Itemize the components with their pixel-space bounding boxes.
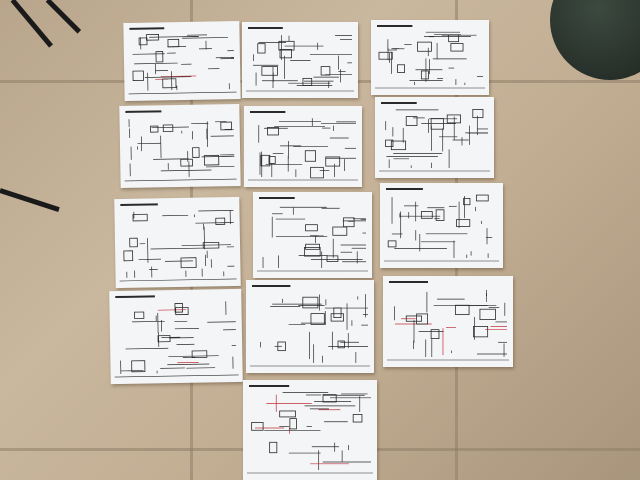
wiring-diagram-sheet [243,380,377,480]
wiring-diagram-sheet [123,20,241,102]
wiring-diagram-sheet [375,97,494,178]
wiring-diagram-sheet [380,183,503,268]
wiring-diagram-sheet [242,22,358,98]
chair-leg [0,188,60,213]
wiring-diagram-sheet [246,280,374,373]
dark-object [550,0,640,80]
wiring-diagram-sheet [119,103,241,189]
wiring-diagram-sheet [109,288,243,385]
wiring-diagram-sheet [383,276,513,367]
wiring-diagram-sheet [244,106,362,187]
wiring-diagram-sheet [371,20,489,95]
wiring-diagram-sheet [114,196,241,289]
chair-leg [10,0,53,48]
wiring-diagram-sheet [253,192,372,278]
chair-leg [45,0,82,34]
